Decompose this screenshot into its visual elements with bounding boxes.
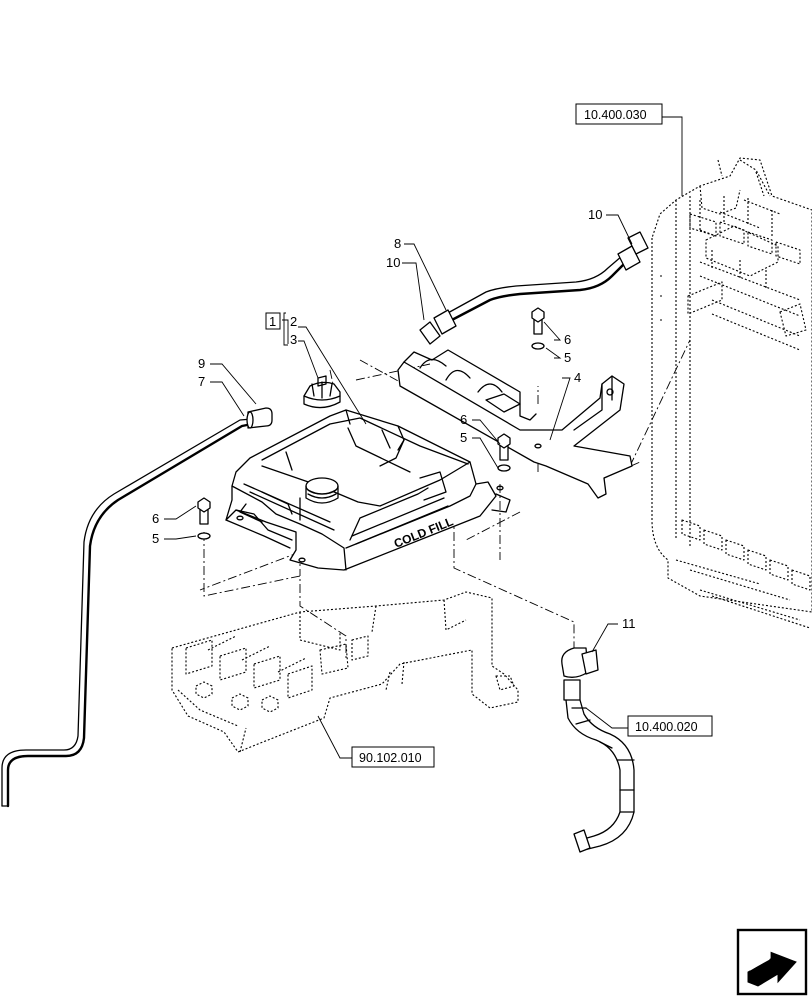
bolt-upper xyxy=(531,307,545,350)
next-page-arrow-icon[interactable] xyxy=(736,928,808,996)
ref-hose[interactable]: 10.400.020 xyxy=(627,715,713,737)
ref-radiator-label: 10.400.030 xyxy=(584,108,647,122)
callout-5-left: 5 xyxy=(152,531,159,546)
radiator-assembly xyxy=(651,157,812,629)
callout-8: 8 xyxy=(394,236,401,251)
callout-6-middle: 6 xyxy=(460,412,467,427)
group-bracket-box xyxy=(265,312,281,330)
callout-9: 9 xyxy=(198,356,205,371)
callout-3: 3 xyxy=(290,332,297,347)
frame-support xyxy=(171,591,519,753)
ref-frame-label: 90.102.010 xyxy=(359,751,422,765)
callout-5-middle: 5 xyxy=(460,430,467,445)
callout-10-left: 10 xyxy=(386,255,400,270)
callout-1: 1 xyxy=(269,314,276,329)
callouts: 1 2 3 4 5 6 6 5 6 5 7 8 9 10 10 11 xyxy=(152,207,636,631)
upper-pipe xyxy=(419,231,649,345)
callout-7: 7 xyxy=(198,374,205,389)
callout-5-upper: 5 xyxy=(564,350,571,365)
callout-11: 11 xyxy=(622,616,636,631)
ref-frame[interactable]: 90.102.010 xyxy=(351,746,435,768)
ref-hose-label: 10.400.020 xyxy=(635,720,698,734)
callout-2: 2 xyxy=(290,314,297,329)
ref-radiator[interactable]: 10.400.030 xyxy=(575,103,663,125)
lower-hose xyxy=(561,647,635,853)
callout-4: 4 xyxy=(574,370,581,385)
overflow-pipe xyxy=(1,407,273,808)
mounting-bracket xyxy=(397,349,633,499)
leader-lines xyxy=(164,116,683,759)
bolt-middle xyxy=(497,433,511,472)
bolt-left xyxy=(197,497,211,540)
hardware xyxy=(197,307,545,540)
callout-6-left: 6 xyxy=(152,511,159,526)
callout-6-upper: 6 xyxy=(564,332,571,347)
callout-10-right: 10 xyxy=(588,207,602,222)
references: 10.400.030 90.102.010 10.400.020 xyxy=(351,103,713,768)
